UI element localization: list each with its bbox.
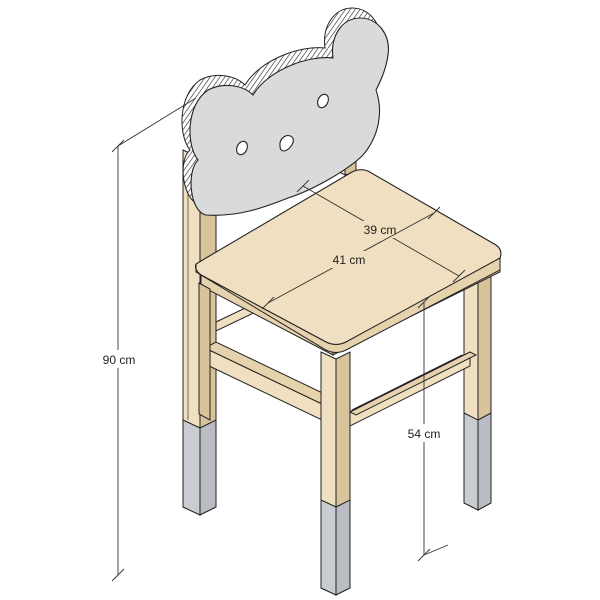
total-height-label: 90 cm bbox=[103, 353, 136, 367]
front-left-leg bbox=[198, 282, 351, 596]
back-left-foot bbox=[182, 419, 201, 516]
right-eye-icon bbox=[317, 93, 329, 109]
front-left-foot bbox=[320, 499, 337, 596]
front-stretcher bbox=[348, 351, 478, 427]
seat-width-label: 41 cm bbox=[333, 253, 366, 267]
back-right-leg bbox=[463, 274, 492, 511]
backrest-bear-head bbox=[181, 7, 389, 216]
back-right-foot bbox=[463, 412, 479, 511]
seat-height-label: 54 cm bbox=[408, 427, 441, 441]
nose-icon bbox=[279, 135, 294, 152]
left-eye-icon bbox=[236, 140, 248, 156]
left-stretcher bbox=[203, 341, 335, 421]
seat-depth-label: 39 cm bbox=[364, 223, 397, 237]
